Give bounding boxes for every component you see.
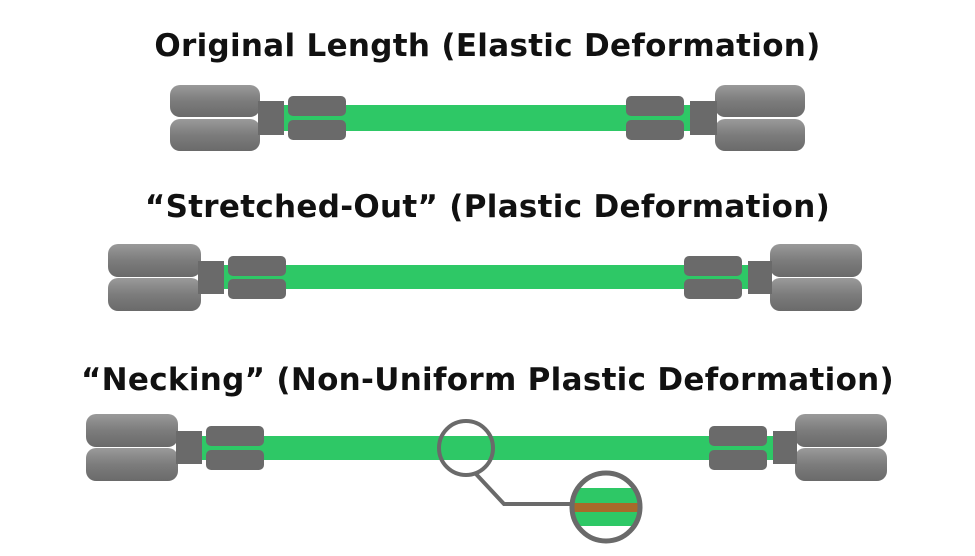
specimen-original: [170, 85, 805, 151]
specimen-stretched: [108, 244, 862, 311]
left-grip: [86, 414, 264, 481]
specimen-bar: [280, 105, 690, 131]
title-necking: “Necking” (Non-Uniform Plastic Deformati…: [80, 362, 895, 398]
specimen-bar: [198, 436, 776, 460]
specimen-bar: [220, 265, 750, 289]
magnifier-ring: [437, 419, 495, 477]
right-grip: [626, 85, 805, 151]
specimen-necking: [86, 414, 887, 544]
title-original-length: Original Length (Elastic Deformation): [154, 28, 821, 64]
right-grip: [709, 414, 887, 481]
title-stretched-out: “Stretched-Out” (Plastic Deformation): [144, 189, 831, 225]
callout-leader-line: [474, 472, 572, 506]
left-grip: [170, 85, 346, 151]
zoomed-neck-view: [569, 470, 643, 544]
left-grip: [108, 244, 286, 311]
right-grip: [684, 244, 862, 311]
necked-region: [572, 503, 640, 512]
necking-callout: [437, 419, 643, 544]
